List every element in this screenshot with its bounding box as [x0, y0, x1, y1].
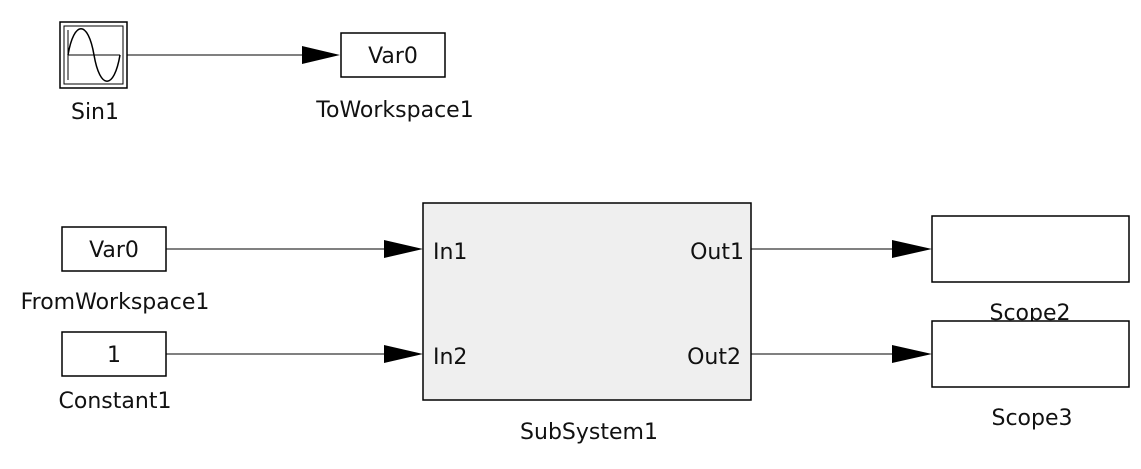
wire-out1-to-scope2[interactable] [751, 240, 932, 258]
arrowhead-icon [384, 240, 423, 258]
arrowhead-icon [892, 345, 932, 363]
arrowhead-icon [384, 345, 423, 363]
from-workspace-variable: Var0 [89, 238, 139, 263]
constant-label: Constant1 [59, 389, 172, 414]
to-workspace-label: ToWorkspace1 [315, 98, 473, 123]
wire-out2-to-scope3[interactable] [751, 345, 932, 363]
wire-from-workspace-to-in1[interactable] [166, 240, 423, 258]
subsystem-label: SubSystem1 [520, 420, 658, 445]
sin-block[interactable] [59, 21, 128, 89]
subsystem-output-port-1: Out1 [690, 240, 744, 265]
scope2-block[interactable] [931, 215, 1130, 283]
constant-value: 1 [107, 343, 121, 368]
subsystem-input-port-1: In1 [433, 240, 467, 265]
to-workspace-block[interactable]: Var0 [340, 32, 446, 78]
to-workspace-variable: Var0 [368, 44, 418, 69]
subsystem-block-frame[interactable] [422, 202, 752, 401]
scope3-label: Scope3 [991, 406, 1072, 431]
arrowhead-icon [892, 240, 932, 258]
from-workspace-block[interactable]: Var0 [61, 226, 167, 272]
subsystem-input-port-2: In2 [433, 345, 467, 370]
sine-wave-icon [63, 25, 124, 85]
subsystem-output-port-2: Out2 [687, 345, 741, 370]
scope3-block[interactable] [931, 320, 1130, 388]
from-workspace-label: FromWorkspace1 [21, 290, 210, 315]
wire-sin-to-workspace[interactable] [127, 46, 340, 64]
sin-block-label: Sin1 [71, 100, 119, 125]
arrowhead-icon [302, 46, 340, 64]
wire-constant-to-in2[interactable] [166, 345, 423, 363]
constant-block[interactable]: 1 [61, 331, 167, 377]
subsystem-block[interactable]: In1 In2 Out1 Out2 [422, 202, 752, 401]
to-workspace-block-frame[interactable] [340, 32, 446, 78]
